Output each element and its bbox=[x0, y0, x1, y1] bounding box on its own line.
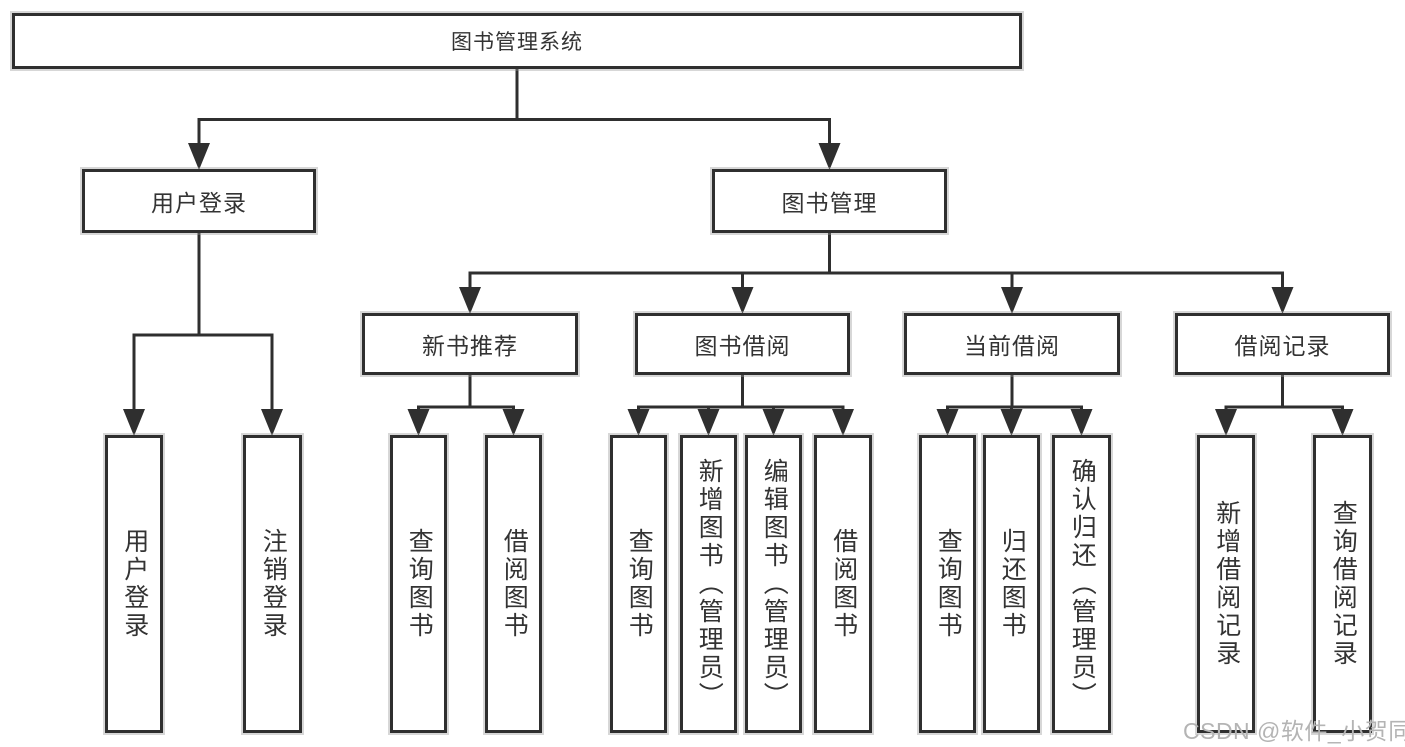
node-new-book-recommend: 新书推荐 bbox=[362, 313, 578, 375]
leaf-borrow-books-2: 借阅图书 bbox=[814, 435, 872, 733]
leaf-confirm-return-admin: 确认归还（管理员） bbox=[1052, 435, 1111, 733]
leaf-logout: 注销登录 bbox=[243, 435, 302, 733]
node-book-borrowing: 图书借阅 bbox=[635, 313, 850, 375]
leaf-query-books-3: 查询图书 bbox=[919, 435, 976, 733]
node-library-management-system: 图书管理系统 bbox=[12, 13, 1022, 69]
leaf-label: 新增图书（管理员） bbox=[695, 458, 724, 710]
leaf-query-books-2: 查询图书 bbox=[610, 435, 667, 733]
node-label: 借阅记录 bbox=[1234, 333, 1331, 359]
node-label: 图书借阅 bbox=[694, 333, 791, 359]
leaf-query-books-1: 查询图书 bbox=[390, 435, 447, 733]
leaf-return-book: 归还图书 bbox=[983, 435, 1040, 733]
leaf-label: 查询图书 bbox=[934, 528, 963, 640]
node-label: 当前借阅 bbox=[964, 333, 1060, 359]
leaf-label: 注销登录 bbox=[259, 528, 288, 640]
leaf-label: 确认归还（管理员） bbox=[1068, 458, 1097, 710]
node-user-login: 用户登录 bbox=[82, 169, 316, 233]
leaf-query-borrow-record: 查询借阅记录 bbox=[1313, 435, 1372, 733]
leaf-add-book-admin: 新增图书（管理员） bbox=[680, 435, 737, 733]
leaf-borrow-books-1: 借阅图书 bbox=[485, 435, 542, 733]
node-borrow-records: 借阅记录 bbox=[1175, 313, 1390, 375]
leaf-add-borrow-record: 新增借阅记录 bbox=[1197, 435, 1255, 733]
node-label: 图书管理系统 bbox=[451, 31, 583, 54]
leaf-label: 编辑图书（管理员） bbox=[760, 458, 789, 710]
leaf-edit-book-admin: 编辑图书（管理员） bbox=[745, 435, 802, 733]
leaf-label: 借阅图书 bbox=[500, 528, 529, 640]
leaf-label: 归还图书 bbox=[998, 528, 1027, 640]
leaf-label: 用户登录 bbox=[120, 528, 149, 640]
node-label: 新书推荐 bbox=[422, 333, 518, 359]
node-book-management: 图书管理 bbox=[712, 169, 947, 233]
node-label: 图书管理 bbox=[781, 190, 878, 216]
leaf-label: 借阅图书 bbox=[829, 528, 858, 640]
leaf-label: 新增借阅记录 bbox=[1212, 500, 1241, 668]
leaf-label: 查询图书 bbox=[405, 528, 434, 640]
leaf-label: 查询借阅记录 bbox=[1329, 500, 1358, 668]
node-current-borrowing: 当前借阅 bbox=[904, 313, 1120, 375]
csdn-watermark: CSDN @软件_小贺同学 bbox=[1183, 718, 1405, 744]
leaf-user-login: 用户登录 bbox=[105, 435, 163, 733]
node-label: 用户登录 bbox=[151, 190, 247, 216]
leaf-label: 查询图书 bbox=[625, 528, 654, 640]
